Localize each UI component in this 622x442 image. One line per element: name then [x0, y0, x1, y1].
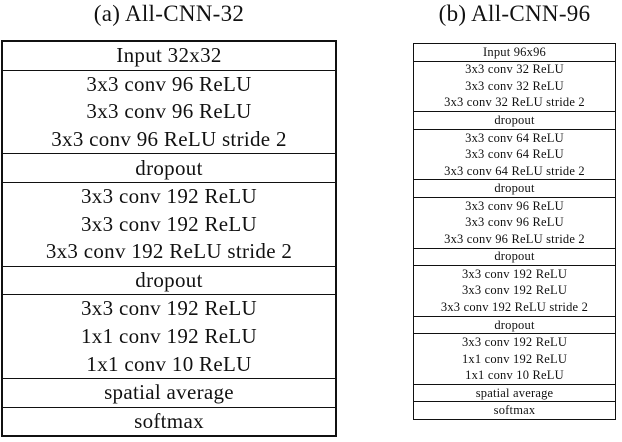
layer-row: dropout: [3, 153, 335, 182]
layer-row: 3x3 conv 192 ReLU: [81, 211, 257, 236]
layer-row: 3x3 conv 64 ReLU: [414, 128, 615, 147]
layer-row: dropout: [414, 315, 615, 334]
layer-row: dropout: [414, 111, 615, 129]
panel-title-a: (a) All-CNN-32: [93, 1, 245, 26]
layer-row: 3x3 conv 96 ReLU: [3, 69, 335, 99]
layer-row: Input 96x96: [483, 44, 546, 59]
layer-row: 1x1 conv 10 ReLU: [465, 368, 564, 383]
layer-row: 3x3 conv 192 ReLU stride 2: [440, 299, 589, 314]
layer-row: dropout: [414, 179, 615, 197]
layer-row: dropout: [3, 265, 335, 295]
layer-row: 3x3 conv 192 ReLU: [414, 265, 615, 283]
layer-row: 1x1 conv 192 ReLU: [461, 351, 568, 366]
layer-row: 3x3 conv 32 ReLU stride 2: [444, 95, 585, 110]
layer-row: Input 32x32: [116, 43, 222, 68]
layer-row: softmax: [414, 401, 615, 419]
layer-row: 3x3 conv 192 ReLU: [3, 181, 335, 211]
layer-row: dropout: [414, 247, 615, 266]
layer-row: 3x3 conv 192 ReLU: [414, 333, 615, 351]
layer-row: spatial average: [414, 383, 615, 402]
layer-row: 3x3 conv 96 ReLU: [86, 99, 252, 124]
layer-row: 3x3 conv 64 ReLU stride 2: [444, 163, 585, 178]
layer-row: 3x3 conv 192 ReLU stride 2: [45, 239, 293, 264]
layer-row: 3x3 conv 96 ReLU stride 2: [51, 127, 287, 152]
layer-row: 3x3 conv 96 ReLU: [414, 196, 615, 215]
layer-row: 3x3 conv 192 ReLU: [461, 283, 568, 298]
layer-row: 1x1 conv 10 ReLU: [86, 351, 252, 376]
layer-row: softmax: [3, 406, 335, 436]
layer-row: 3x3 conv 96 ReLU stride 2: [444, 231, 585, 246]
panel-title-b: (b) All-CNN-96: [438, 1, 591, 26]
layer-row: 3x3 conv 96 ReLU: [465, 215, 564, 230]
layer-row: 3x3 conv 192 ReLU: [3, 294, 335, 323]
layer-row: 3x3 conv 32 ReLU: [414, 60, 615, 79]
layer-row: 1x1 conv 192 ReLU: [81, 324, 257, 349]
layer-row: 3x3 conv 32 ReLU: [465, 78, 564, 93]
layer-row: 3x3 conv 64 ReLU: [465, 147, 564, 162]
layer-row: spatial average: [3, 377, 335, 407]
